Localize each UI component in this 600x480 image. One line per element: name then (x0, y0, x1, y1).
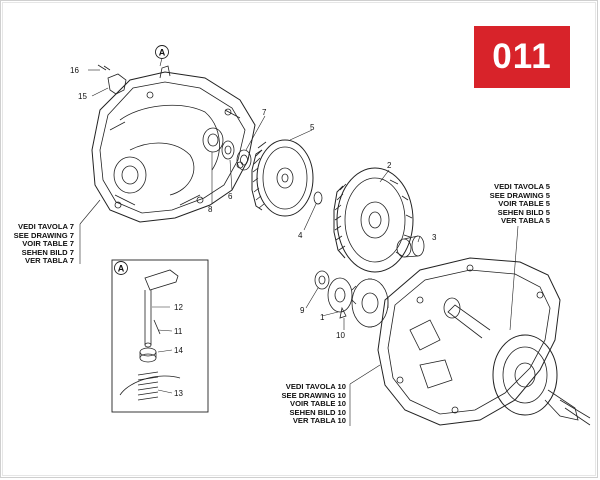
part-number-3: 3 (432, 233, 437, 242)
detail-inset (111, 259, 209, 413)
clutch-hub (333, 167, 414, 273)
ref5-line-fr: VOIR TABLE 5 (498, 199, 550, 209)
ref5-line-it: VEDI TAVOLA 5 (494, 182, 550, 191)
ref7-line-de: SEHEN BILD 7 (21, 247, 74, 257)
part-number-9: 9 (300, 306, 305, 315)
ref10-line-en: SEE DRAWING 10 (281, 390, 346, 400)
crankcase-cover (91, 65, 256, 223)
page-number-badge: 011 (474, 26, 570, 88)
kick-shaft (119, 269, 181, 401)
ref10-line-fr: VOIR TABLE 10 (290, 399, 346, 409)
ref10-line-es: VER TABLA 10 (292, 416, 346, 426)
reference-table-5: VEDI TAVOLA 5 SEE DRAWING 5 VOIR TABLE 5… (482, 182, 550, 226)
bushing-part (396, 235, 425, 258)
part-number-5: 5 (310, 123, 315, 132)
gear-set (314, 270, 389, 328)
svg-text:A: A (118, 264, 125, 274)
part-number-15: 15 (78, 92, 87, 101)
ref10-line-de: SEHEN BILD 10 (289, 407, 346, 417)
part-number-7: 7 (262, 108, 267, 117)
ref7-line-fr: VOIR TABLE 7 (22, 239, 74, 249)
part-number-16: 16 (70, 66, 79, 75)
part-number-13: 13 (174, 389, 183, 398)
ref10-line-it: VEDI TAVOLA 10 (285, 382, 346, 391)
ref5-line-es: VER TABLA 5 (501, 216, 550, 226)
reference-table-10: VEDI TAVOLA 10 SEE DRAWING 10 VOIR TABLE… (272, 382, 346, 426)
part-number-14: 14 (174, 346, 183, 355)
part-number-11: 11 (174, 327, 183, 336)
reference-table-7: VEDI TAVOLA 7 SEE DRAWING 7 VOIR TABLE 7… (8, 222, 74, 266)
part-number-6: 6 (228, 192, 233, 201)
ref7-line-en: SEE DRAWING 7 (13, 230, 74, 240)
part-number-1: 1 (320, 313, 325, 322)
clutch-drum (251, 139, 314, 217)
ref5-line-en: SEE DRAWING 5 (489, 190, 550, 200)
page-inner-frame (2, 2, 596, 476)
ref7-line-it: VEDI TAVOLA 7 (18, 222, 74, 231)
engine-block (377, 257, 591, 426)
washer-parts (221, 140, 252, 171)
part-number-10: 10 (336, 331, 345, 340)
part-number-8: 8 (208, 205, 213, 214)
ref7-line-es: VER TABLA 7 (25, 256, 74, 266)
leader-lines (79, 57, 519, 426)
part-number-12: 12 (174, 303, 183, 312)
svg-text:A: A (159, 48, 166, 58)
part-number-4: 4 (298, 231, 303, 240)
part-number-2: 2 (387, 161, 392, 170)
callout-a-inset: A (114, 261, 128, 275)
callout-a-top: A (155, 45, 169, 59)
bracket-part (97, 64, 127, 95)
ref5-line-de: SEHEN BILD 5 (497, 207, 550, 217)
washer-4 (313, 191, 323, 205)
